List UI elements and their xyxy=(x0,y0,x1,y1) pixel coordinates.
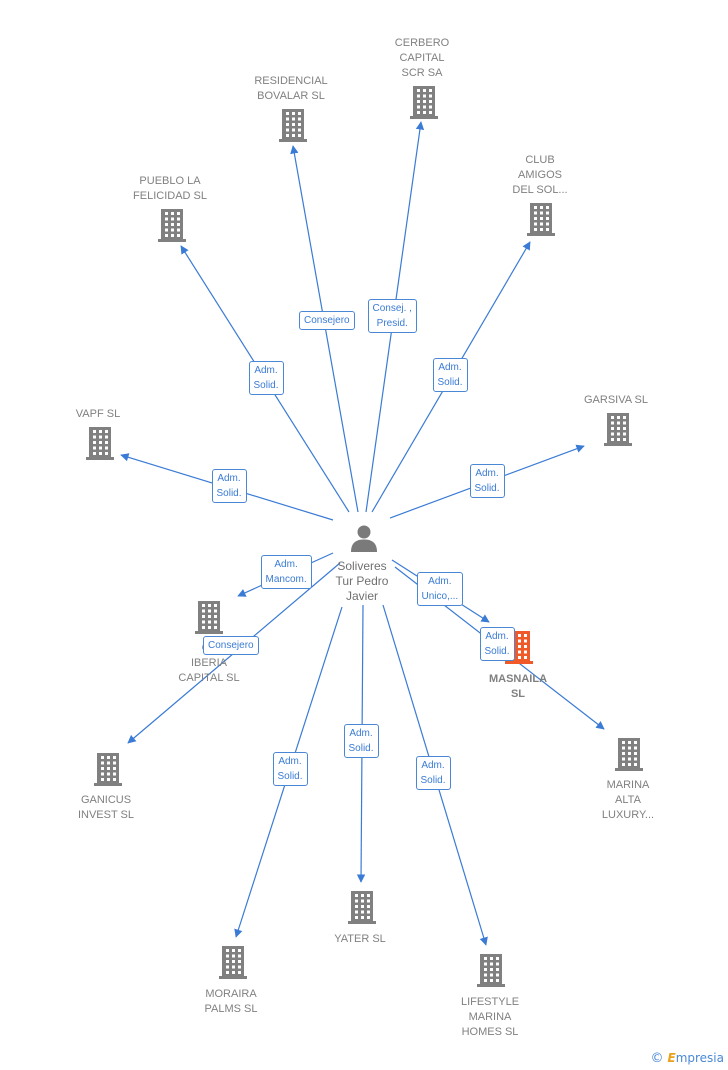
edge-role-label-lifestyle: Adm. Solid. xyxy=(415,756,451,790)
edge-role-label-garsiva: Adm. Solid. xyxy=(469,464,505,498)
company-label-yater[interactable]: YATER SL xyxy=(334,933,386,945)
company-label-masnaila[interactable]: MASNAILA SL xyxy=(488,673,548,700)
building-icon[interactable] xyxy=(526,201,556,242)
edge-role-label-moraira: Adm. Solid. xyxy=(272,752,308,786)
company-label-ganicus[interactable]: GANICUS INVEST SL xyxy=(77,794,135,821)
building-icon[interactable] xyxy=(218,944,248,985)
edge-role-label-residencial: Consejero xyxy=(299,310,355,330)
company-label-lifestyle[interactable]: LIFESTYLE MARINA HOMES SL xyxy=(460,996,520,1038)
edge-role-label-club: Adm. Solid. xyxy=(432,358,468,392)
company-label-cerbero[interactable]: CERBERO CAPITAL SCR SA xyxy=(394,37,450,79)
building-icon[interactable] xyxy=(194,599,224,640)
company-label-marina[interactable]: MARINA ALTA LUXURY... xyxy=(601,779,655,821)
empresia-brand: ©Empresia xyxy=(650,1051,724,1066)
edge-role-label-pueblo: Adm. Solid. xyxy=(248,361,284,395)
copyright-symbol: © xyxy=(650,1051,664,1066)
edge-role-label-gl: Adm. Mancom. xyxy=(260,555,312,589)
building-icon[interactable] xyxy=(278,107,308,148)
building-icon[interactable] xyxy=(614,736,644,777)
building-icon[interactable] xyxy=(93,751,123,792)
building-icon[interactable] xyxy=(85,425,115,466)
edge-role-label-yater: Adm. Solid. xyxy=(343,724,379,758)
edge-role-label-cerbero: Consej. , Presid. xyxy=(367,299,417,333)
building-icon[interactable] xyxy=(409,84,439,125)
edge-role-label-marina: Adm. Solid. xyxy=(479,627,515,661)
center-person-name[interactable]: Soliveres Tur Pedro Javier xyxy=(335,559,389,603)
company-label-moraira[interactable]: MORAIRA PALMS SL xyxy=(204,988,258,1015)
company-label-club[interactable]: CLUB AMIGOS DEL SOL... xyxy=(512,154,568,196)
edge-role-label-vapf: Adm. Solid. xyxy=(211,469,247,503)
brand-name: mpresia xyxy=(675,1051,724,1065)
building-icon[interactable] xyxy=(157,207,187,248)
brand-logo-initial: E xyxy=(667,1051,676,1065)
company-label-pueblo[interactable]: PUEBLO LA FELICIDAD SL xyxy=(133,175,207,202)
building-icon[interactable] xyxy=(476,952,506,993)
edge-role-label-masnaila: Adm. Unico,... xyxy=(416,572,464,606)
person-icon[interactable] xyxy=(349,523,379,558)
company-label-vapf[interactable]: VAPF SL xyxy=(75,408,121,420)
building-icon[interactable] xyxy=(347,889,377,930)
edge-role-label-ganicus: Consejero xyxy=(203,635,259,655)
company-label-garsiva[interactable]: GARSIVA SL xyxy=(584,394,648,406)
company-label-residencial[interactable]: RESIDENCIAL BOVALAR SL xyxy=(254,75,328,102)
building-icon[interactable] xyxy=(603,411,633,452)
